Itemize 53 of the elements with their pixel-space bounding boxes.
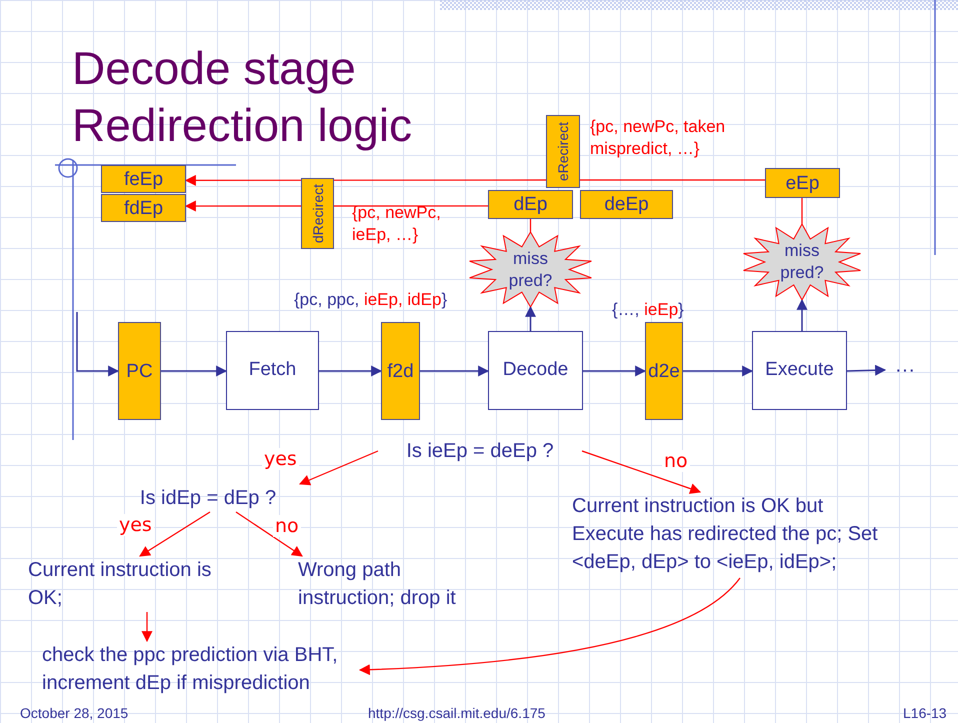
register-box: d2e xyxy=(645,322,683,420)
register-box: eRecirect xyxy=(546,115,580,188)
starburst-shape xyxy=(468,232,593,307)
arrow xyxy=(319,366,382,376)
register-box: deEp xyxy=(580,190,673,219)
starburst-shape xyxy=(742,224,862,300)
question-text: Is idEp = dEp ? xyxy=(112,484,304,512)
edge-label: no xyxy=(662,450,690,472)
arrow xyxy=(161,366,228,376)
starburst-text: miss pred? xyxy=(779,240,825,284)
note-text: Wrong path instruction; drop it xyxy=(298,556,498,612)
edge-label: no xyxy=(273,515,301,537)
arrow xyxy=(358,578,740,676)
arrow xyxy=(184,200,301,212)
edge-label: yes xyxy=(117,514,154,536)
note-text: Current instruction is OK; xyxy=(28,556,228,612)
register-box: PC xyxy=(118,322,161,420)
arrow xyxy=(236,512,303,557)
register-box: f2d xyxy=(381,322,420,420)
field-list-text: {pc, newPc, ieEp, …} xyxy=(352,202,442,246)
footer-text: http://csg.csail.mit.edu/6.175 xyxy=(368,704,546,722)
arrow xyxy=(796,298,808,331)
slide-title: Decode stage Redirection logic xyxy=(72,41,414,153)
edge-label: yes xyxy=(262,448,299,470)
arrow xyxy=(76,312,120,376)
question-text: Is ieEp = deEp ? xyxy=(378,438,582,464)
register-box: fdEp xyxy=(101,194,186,222)
arrow xyxy=(139,512,210,557)
register-box: feEp xyxy=(101,165,186,193)
stage-box: Decode xyxy=(488,331,583,410)
footer-text: L16-13 xyxy=(903,704,947,722)
field-list-text: {pc, ppc, ieEp, idEp} xyxy=(294,289,448,311)
arrow xyxy=(582,450,702,494)
note-text: Current instruction is OK but Execute has redirected the pc; Set <deEp, dEp> to <ieEp, idEp>; xyxy=(572,492,882,578)
register-box: eEp xyxy=(765,168,840,198)
arrow xyxy=(420,366,490,376)
arrow xyxy=(525,306,536,331)
arrow xyxy=(846,364,886,376)
arrow xyxy=(683,366,754,376)
footer-text: October 28, 2015 xyxy=(20,704,128,722)
arrow xyxy=(583,366,646,376)
register-box: dEp xyxy=(488,190,573,219)
field-list-text: {pc, newPc, taken mispredict, …} xyxy=(590,116,726,160)
arrow xyxy=(298,450,378,486)
field-list-text: {…, ieEp} xyxy=(612,299,685,321)
note-text: check the ppc prediction via BHT, increment dEp if misprediction xyxy=(42,641,360,699)
arrow xyxy=(142,612,152,642)
starburst-text: miss pred? xyxy=(508,248,554,292)
stage-box: Execute xyxy=(752,331,847,410)
register-box: dRecirect xyxy=(301,178,334,249)
continuation-dots: ··· xyxy=(885,358,925,382)
stage-box: Fetch xyxy=(226,331,319,410)
arrow xyxy=(184,174,546,186)
